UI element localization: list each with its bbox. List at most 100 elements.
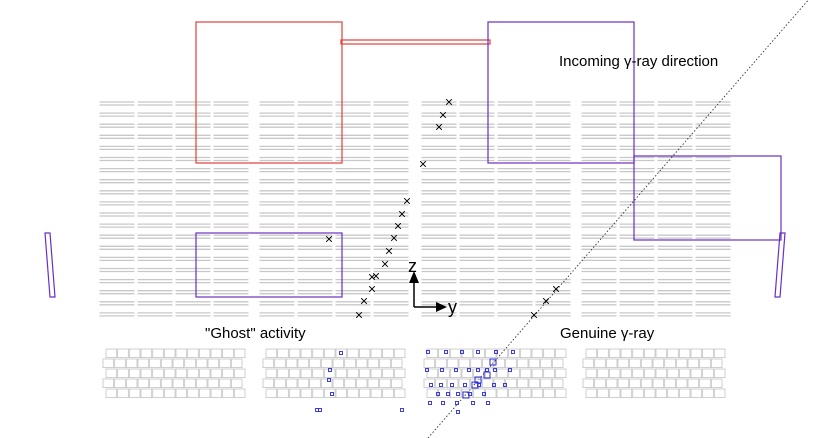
track-hit-marker	[325, 235, 333, 243]
calorimeter-cell	[285, 378, 298, 389]
label-genuine-gamma-ray: Genuine γ-ray	[560, 325, 655, 342]
calorimeter-cell	[423, 358, 436, 369]
calorimeter-hit	[318, 408, 322, 412]
calorimeter-hit	[446, 392, 450, 396]
calorimeter-cell	[675, 378, 688, 389]
calorimeter-cell	[643, 388, 656, 399]
calorimeter-cell	[312, 388, 324, 399]
calorimeter-cell	[528, 358, 541, 369]
calorimeter-cell	[713, 348, 726, 359]
calorimeter-cell	[219, 378, 231, 389]
calorimeter-cell	[382, 348, 394, 359]
calorimeter-cell	[597, 388, 609, 399]
calorimeter-cell	[128, 388, 141, 399]
calorimeter-cell	[423, 378, 436, 389]
calorimeter-cell	[687, 378, 700, 389]
calorimeter-cell	[125, 358, 138, 369]
calorimeter-cell	[484, 368, 497, 379]
calorimeter-cell	[379, 358, 391, 369]
calorimeter-cell	[632, 348, 644, 359]
calorimeter-cell	[678, 388, 691, 399]
calorimeter-cell	[184, 378, 196, 389]
calorimeter-cell	[540, 378, 552, 389]
calorimeter-cell	[632, 368, 644, 379]
calorimeter-cell	[163, 368, 176, 379]
calorimeter-cell	[379, 378, 391, 389]
calorimeter-cell	[458, 378, 471, 389]
calorimeter-cell	[702, 348, 714, 359]
calorimeter-cell	[643, 368, 656, 379]
calorimeter-cell	[664, 378, 676, 389]
calorimeter-cell	[543, 368, 555, 379]
calorimeter-cell	[187, 388, 199, 399]
calorimeter-cell	[323, 368, 336, 379]
calorimeter-cell	[323, 348, 336, 359]
calorimeter-cell	[265, 388, 278, 399]
calorimeter-cell	[667, 388, 679, 399]
calorimeter-cell	[137, 378, 150, 389]
calorimeter-hit	[482, 392, 486, 396]
calorimeter-cell	[620, 348, 633, 359]
calorimeter-cell	[508, 368, 520, 379]
red-connector-bar	[340, 39, 491, 45]
calorimeter-cell	[358, 388, 371, 399]
track-hit-marker	[552, 285, 560, 293]
calorimeter-hit	[503, 383, 507, 387]
calorimeter-cell	[233, 348, 246, 359]
calorimeter-cell	[393, 388, 406, 399]
calorimeter-hit	[444, 350, 448, 354]
calorimeter-cell	[446, 358, 459, 369]
calorimeter-cell	[585, 368, 598, 379]
calorimeter-hit	[493, 368, 497, 372]
calorimeter-cell	[667, 368, 679, 379]
calorimeter-cell	[347, 368, 359, 379]
track-hit-marker	[385, 247, 393, 255]
calorimeter-cell	[320, 358, 333, 369]
calorimeter-cell	[640, 378, 653, 389]
calorimeter-cell	[105, 388, 118, 399]
calorimeter-cell	[531, 388, 544, 399]
calorimeter-cell	[496, 368, 509, 379]
calorimeter-cell	[516, 358, 529, 369]
purple-sidebar-left	[44, 232, 56, 298]
track-hit-marker	[419, 160, 427, 168]
calorimeter-cell	[519, 348, 532, 359]
purple-box-top-right	[487, 21, 635, 164]
calorimeter-cell	[493, 358, 506, 369]
calorimeter-cell	[585, 348, 598, 359]
calorimeter-cell	[184, 358, 196, 369]
track-hit-marker	[381, 260, 389, 268]
calorimeter-hit	[439, 383, 443, 387]
track-hit-marker	[439, 111, 447, 119]
calorimeter-hit	[463, 383, 467, 387]
calorimeter-hit	[327, 378, 331, 382]
calorimeter-cell	[620, 368, 633, 379]
calorimeter-cell	[332, 358, 345, 369]
calorimeter-cell	[540, 358, 552, 369]
calorimeter-cell	[187, 348, 199, 359]
calorimeter-cell	[222, 388, 234, 399]
track-hit-marker	[368, 285, 376, 293]
calorimeter-cell	[620, 388, 633, 399]
calorimeter-cell	[262, 358, 275, 369]
calorimeter-cell	[152, 368, 164, 379]
calorimeter-cell	[222, 368, 234, 379]
tracker-layers	[99, 101, 731, 317]
calorimeter-cell	[105, 368, 118, 379]
calorimeter-cell	[667, 348, 679, 359]
label-incoming-direction: Incoming γ-ray direction	[559, 53, 718, 70]
calorimeter-cell	[449, 368, 462, 379]
calorimeter-cell	[393, 348, 406, 359]
calorimeter-hit	[486, 401, 490, 405]
calorimeter-hit	[440, 368, 444, 372]
calorimeter-cell	[531, 368, 544, 379]
track-hit-marker	[372, 272, 380, 280]
calorimeter-cell	[438, 388, 450, 399]
calorimeter-cell	[484, 388, 497, 399]
calorimeter-cell	[551, 358, 564, 369]
calorimeter-cell	[554, 368, 567, 379]
calorimeter-cell	[505, 378, 517, 389]
calorimeter-cell	[347, 388, 359, 399]
track-hit-marker	[360, 297, 368, 305]
calorimeter-cell	[508, 348, 520, 359]
